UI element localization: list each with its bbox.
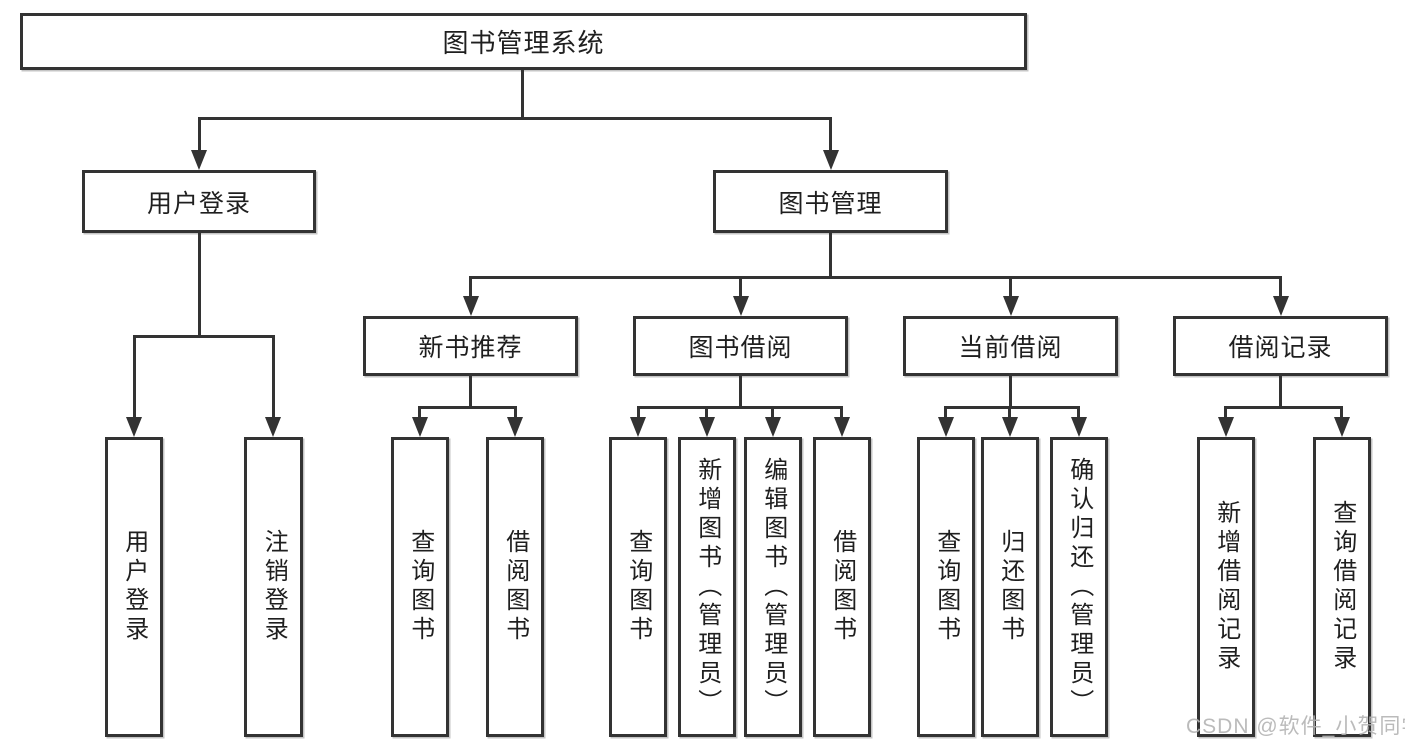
node-label: 新增借阅记录 [1212,500,1240,674]
node-label: 确认归还（管理员） [1065,456,1093,718]
connector-stem [197,117,201,150]
node-label: 用户登录 [146,189,251,218]
connector-hbar [469,276,1282,279]
node-bb-add-books-admin: 新增图书（管理员） [678,437,736,737]
connector-hbar [1224,406,1343,409]
connector-stem [1009,376,1012,409]
connector-stem [1008,406,1011,417]
arrowhead-down [1070,417,1087,437]
node-bb-borrow-books: 借阅图书 [813,437,871,737]
node-label: 新增图书（管理员） [693,456,721,718]
connector-stem [1279,276,1282,296]
connector-stem [840,406,843,417]
node-label: 新书推荐 [418,334,523,362]
node-label: 当前借阅 [958,334,1063,362]
node-user-login-action: 用户登录 [105,437,163,737]
node-label: 借阅记录 [1228,334,1333,362]
node-rec-query-books: 查询图书 [391,437,449,737]
arrowhead-down [507,417,523,437]
node-label: 查询借阅记录 [1328,500,1356,674]
connector-stem [829,117,832,150]
arrowhead-down [764,417,781,437]
node-label: 图书管理系统 [442,28,605,58]
node-book-borrowing: 图书借阅 [633,316,848,376]
node-label: 查询图书 [406,529,434,645]
arrowhead-down [1217,417,1234,437]
node-logout-action: 注销登录 [244,437,303,737]
watermark: CSDN @软件_小贺同学 [1186,715,1405,738]
node-bb-query-books: 查询图书 [609,437,667,737]
connector-stem [1279,376,1282,409]
connector-hbar [418,406,517,409]
connector-stem [705,406,708,417]
connector-stem [771,406,774,417]
connector-stem [829,233,832,279]
node-label: 图书借阅 [688,334,793,362]
connector-stem [197,233,201,338]
arrowhead-down [462,296,479,316]
node-br-query-borrow-record: 查询借阅记录 [1313,437,1371,737]
arrowhead-down [1001,417,1018,437]
arrowhead-down [833,417,850,437]
connector-stem [1340,406,1343,417]
node-label: 借阅图书 [828,529,856,645]
connector-stem [271,335,275,417]
connector-hbar [636,406,843,409]
node-br-add-borrow-record: 新增借阅记录 [1197,437,1255,737]
arrowhead-down [126,417,142,437]
node-cb-confirm-return-admin: 确认归还（管理员） [1050,437,1108,737]
connector-stem [418,406,421,417]
arrowhead-down [698,417,715,437]
connector-stem [521,70,524,120]
connector-stem [469,276,472,296]
node-current-borrowing: 当前借阅 [903,316,1118,376]
node-cb-query-books: 查询图书 [917,437,975,737]
node-user-login-module: 用户登录 [82,170,316,233]
node-label: 用户登录 [120,529,148,645]
node-bb-edit-books-admin: 编辑图书（管理员） [744,437,802,737]
connector-stem [132,335,136,417]
node-label: 查询图书 [932,529,960,645]
node-book-management-module: 图书管理 [713,170,948,233]
connector-stem [739,276,742,296]
connector-hbar [132,335,275,338]
node-rec-borrow-books: 借阅图书 [486,437,544,737]
connector-stem [1224,406,1227,417]
connector-hbar [197,117,832,120]
arrowhead-down [1272,296,1289,316]
arrowhead-down [265,417,281,437]
arrowhead-down [411,417,428,437]
arrowhead-down [732,296,749,316]
node-label: 图书管理 [778,189,883,218]
connector-hbar [944,406,1080,409]
node-label: 归还图书 [996,529,1024,645]
arrowhead-down [822,150,839,170]
connector-stem [636,406,640,417]
arrowhead-down [630,417,646,437]
node-label: 编辑图书（管理员） [759,456,787,718]
connector-stem [739,376,742,409]
node-label: 借阅图书 [501,529,529,645]
arrowhead-down [1333,417,1350,437]
arrowhead-down [191,150,207,170]
node-cb-return-books: 归还图书 [981,437,1039,737]
node-borrowing-records: 借阅记录 [1173,316,1388,376]
node-new-book-recommendation: 新书推荐 [363,316,578,376]
connector-stem [1009,276,1012,296]
node-library-management-system: 图书管理系统 [20,13,1027,70]
connector-stem [469,376,472,409]
connector-stem [513,406,517,417]
arrowhead-down [937,417,954,437]
connector-stem [1077,406,1080,417]
node-label: 查询图书 [624,529,652,645]
node-label: 注销登录 [260,529,288,645]
arrowhead-down [1002,296,1019,316]
connector-stem [944,406,947,417]
